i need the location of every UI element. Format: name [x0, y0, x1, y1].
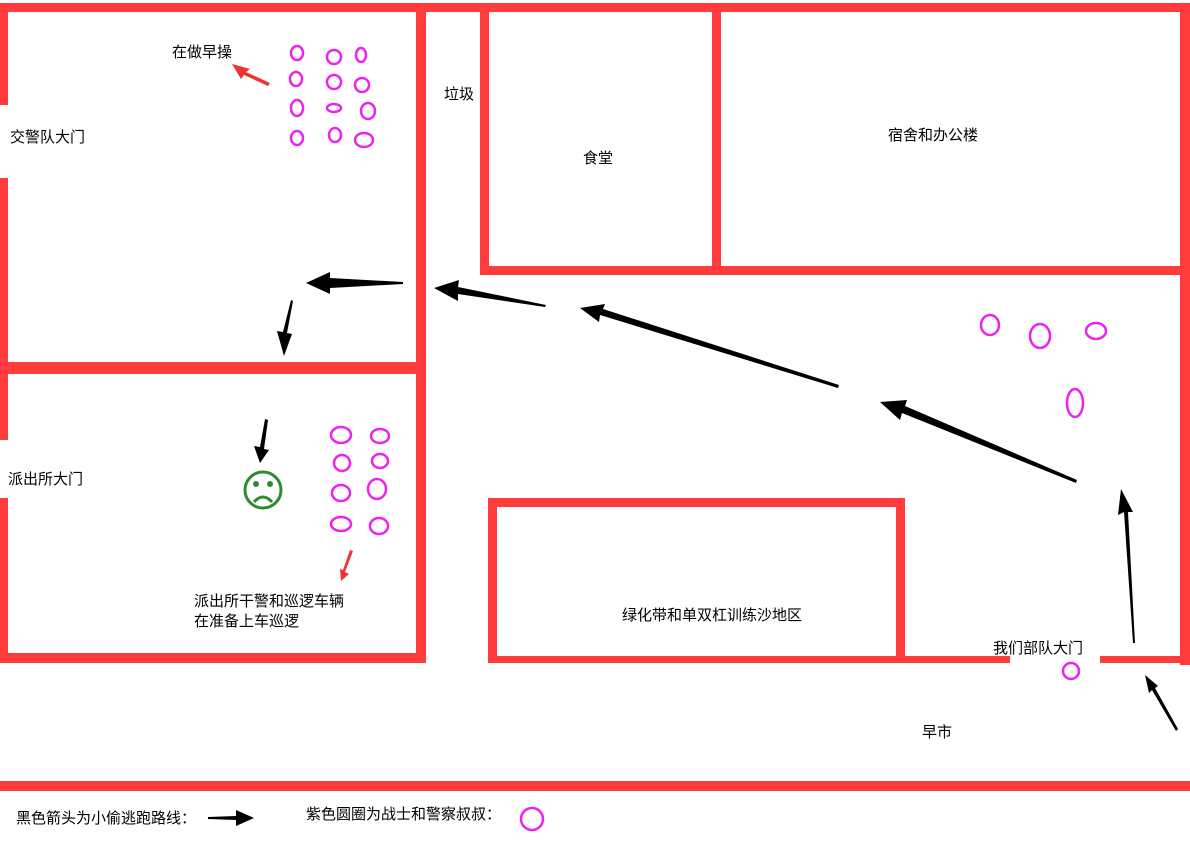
green-zone-top-wall [488, 498, 905, 507]
circle-icon [353, 76, 371, 94]
traffic-gate-label: 交警队大门 [10, 128, 85, 146]
right-wall [1180, 3, 1190, 665]
left-wall-2 [0, 178, 8, 440]
red-arrows [232, 64, 353, 581]
police-note-line1: 派出所干警和巡逻车辆 [194, 592, 344, 610]
escape-route [254, 272, 1178, 731]
arrow-icon [1145, 675, 1178, 731]
legend: 黑色箭头为小偷逃跑路线： 紫色圆圈为战士和警察叔叔： [16, 805, 545, 832]
circle-icon [1028, 322, 1052, 350]
legend-arrow-icon [208, 810, 254, 826]
canteen-right-wall [712, 3, 721, 275]
market-label: 早市 [922, 723, 952, 741]
circle-icon [1084, 321, 1108, 341]
legend-circle-text: 紫色圆圈为战士和警察叔叔： [306, 805, 501, 823]
traffic-gate-opening [0, 105, 10, 178]
red-arrow-icon [232, 64, 270, 86]
canteen-label: 食堂 [583, 149, 613, 167]
circle-icon [1061, 661, 1081, 681]
arrow-icon [277, 300, 293, 356]
station-right-wall [416, 362, 426, 663]
top-wall [0, 3, 1190, 12]
legend-circle-icon [519, 806, 545, 832]
canteen-bottom-wall [480, 266, 725, 275]
walls [0, 3, 1190, 791]
circle-icon [329, 515, 353, 533]
station-bottom-wall [0, 653, 426, 663]
circle-icon [370, 452, 390, 470]
police-note-line2: 在准备上车巡逻 [194, 612, 299, 630]
circle-icon [354, 46, 368, 64]
circle-icon [359, 101, 377, 121]
arrow-icon [580, 304, 839, 388]
green-zone-left-wall [488, 498, 497, 663]
arrow-icon [254, 419, 269, 463]
police-gate-label: 派出所大门 [8, 470, 83, 488]
gate-right-wall [1100, 656, 1190, 663]
arrow-icon [880, 400, 1077, 483]
morning-exercise-label: 在做早操 [172, 43, 232, 61]
circle-icon [289, 44, 305, 62]
arrow-icon [434, 280, 546, 307]
circle-icon [330, 483, 352, 503]
people [288, 44, 1108, 681]
circle-icon [368, 516, 390, 536]
circle-icon [325, 102, 343, 114]
traffic-compound-bottom-wall [0, 362, 424, 374]
dorm-label: 宿舍和办公楼 [888, 126, 978, 144]
green-zone-label: 绿化带和单双杠训练沙地区 [622, 606, 802, 624]
green-zone-bottom-wall [488, 656, 1010, 663]
dorm-bottom-wall [712, 266, 1190, 275]
circle-icon [369, 427, 391, 445]
circle-icon [289, 98, 305, 118]
circle-icon [325, 73, 343, 91]
traffic-compound-right-wall [416, 3, 426, 374]
legend-arrow-text: 黑色箭头为小偷逃跑路线： [16, 809, 196, 827]
circle-icon [1065, 387, 1085, 419]
circle-icon [332, 453, 352, 473]
circle-icon [366, 477, 388, 501]
circle-icon [288, 70, 304, 88]
circle-icon [329, 425, 353, 445]
red-arrow-icon [340, 550, 353, 581]
circle-icon [325, 48, 343, 66]
left-wall-3 [0, 498, 8, 663]
canteen-left-wall [480, 3, 489, 275]
arrow-icon [1118, 489, 1135, 643]
road-bottom-wall [0, 781, 1190, 791]
circle-icon [353, 131, 375, 149]
trash-label: 垃圾 [444, 85, 474, 103]
circle-icon [979, 313, 1001, 337]
our-gate-label: 我们部队大门 [993, 639, 1083, 657]
arrow-icon [306, 272, 403, 294]
green-zone-right-wall [896, 498, 905, 663]
sad-face-icon [243, 470, 283, 510]
police-gate-opening [0, 440, 10, 498]
circle-icon [327, 126, 343, 144]
circle-icon [289, 129, 305, 147]
left-wall-1 [0, 3, 8, 105]
